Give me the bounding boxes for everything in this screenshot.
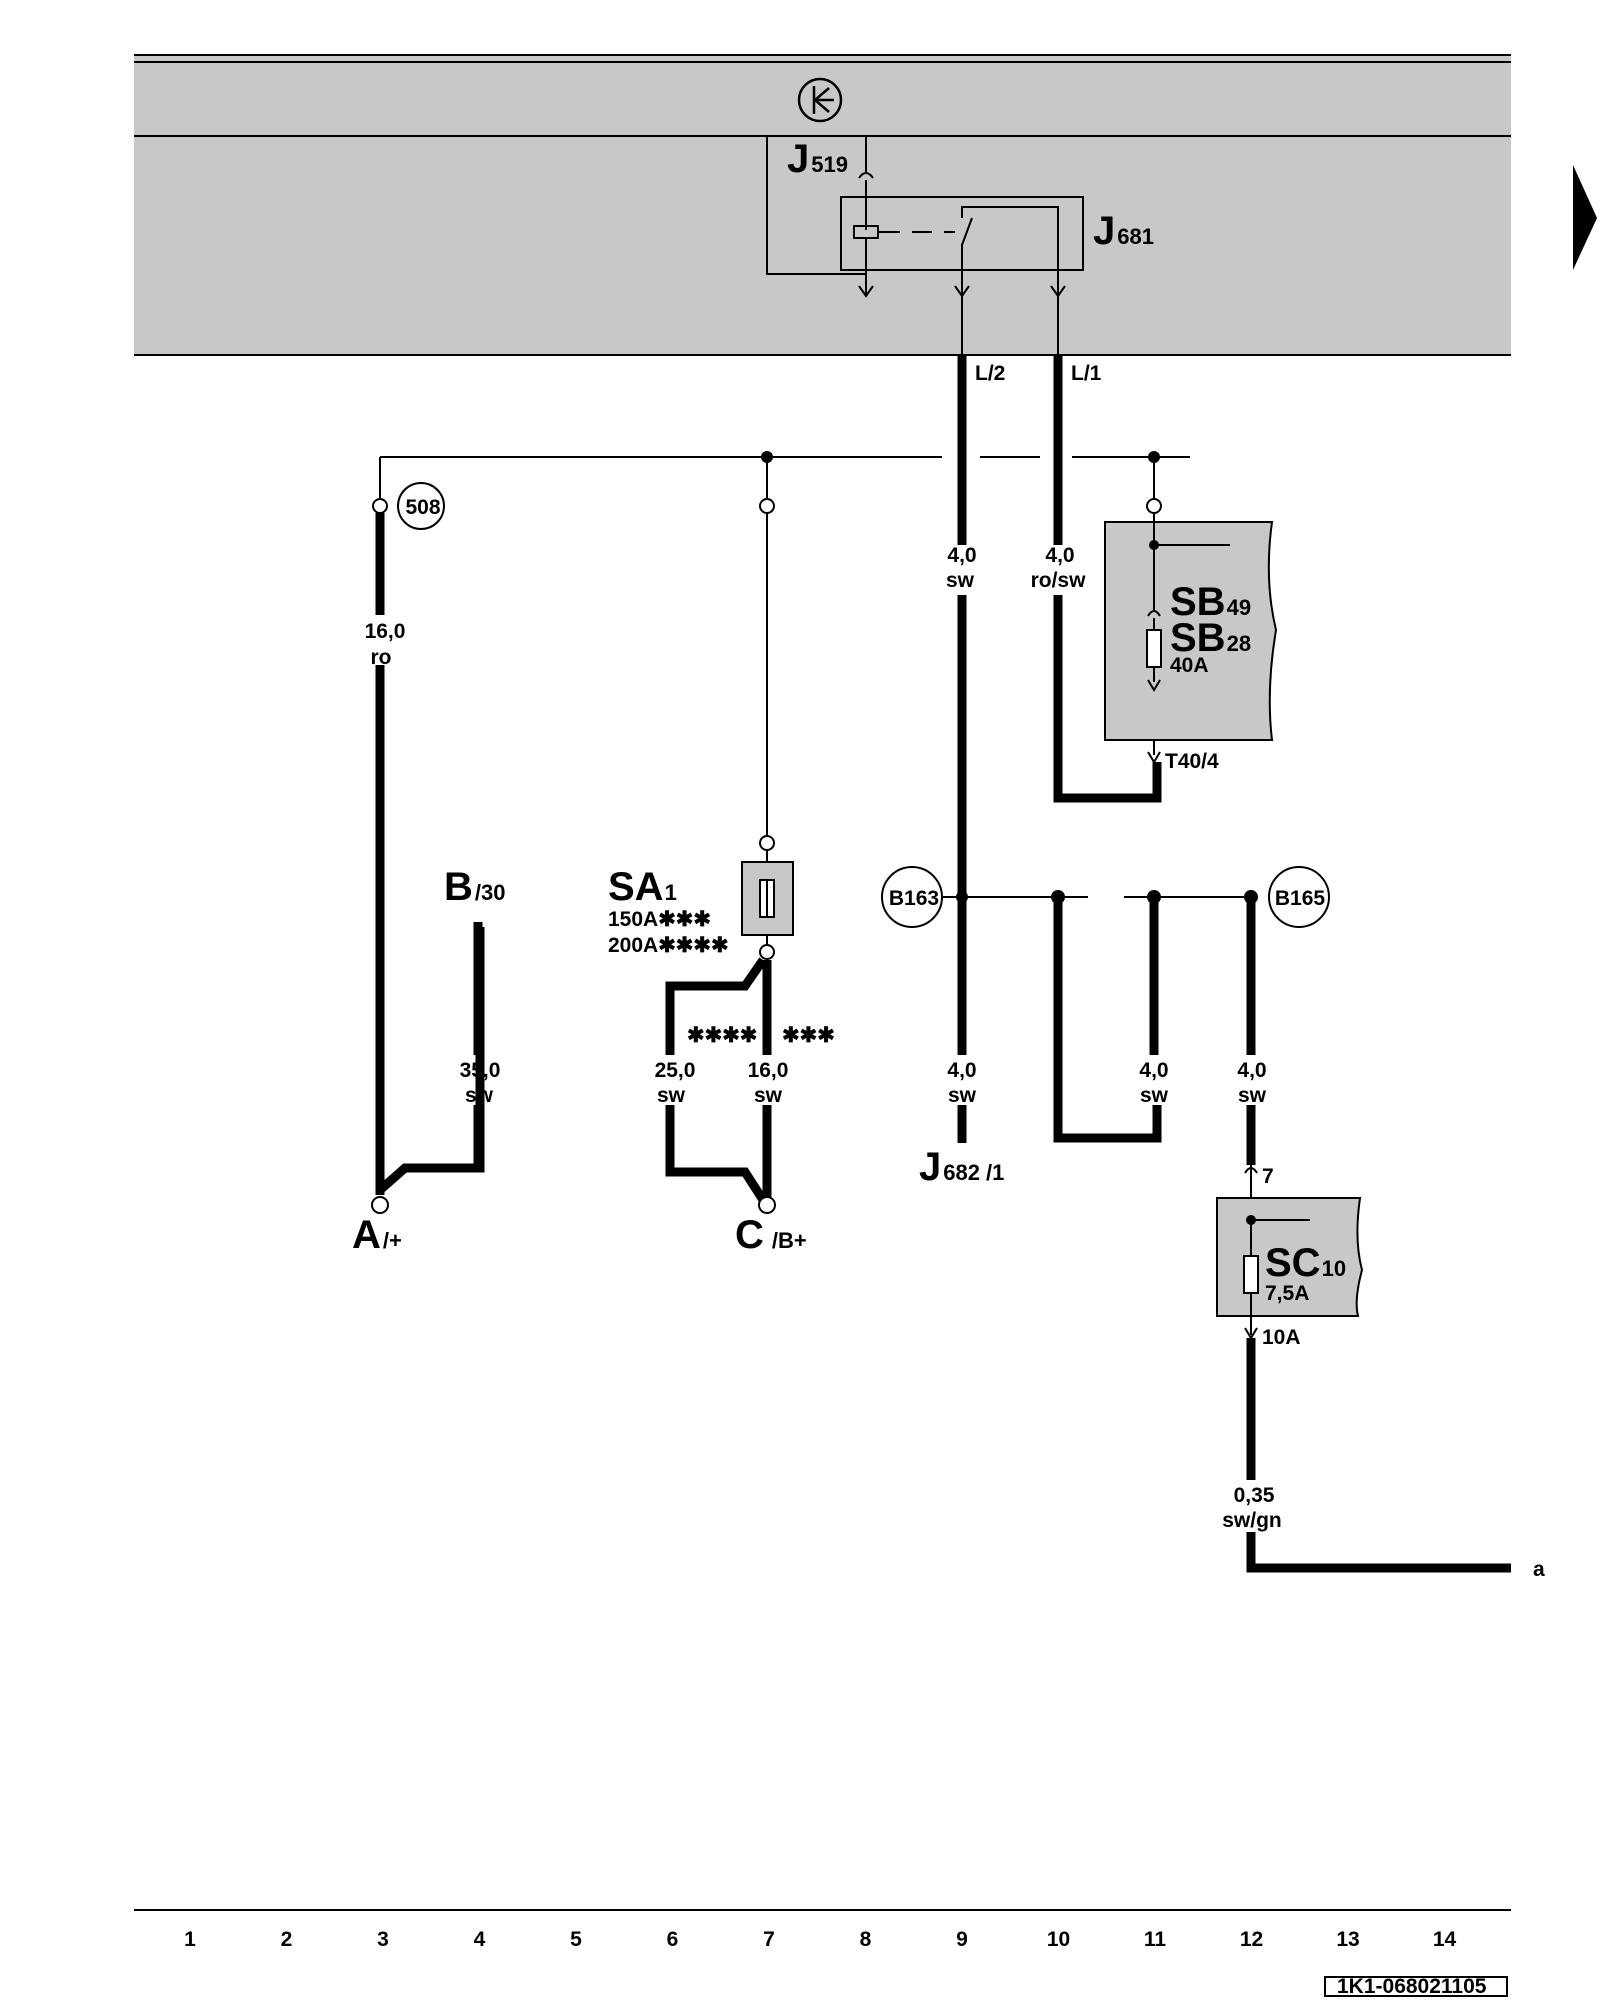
J519-sub: 519: [811, 152, 848, 177]
relay-carrier: J519 J681: [134, 54, 1511, 356]
track-number: 11: [1144, 1928, 1167, 1951]
track-number: 14: [1433, 1928, 1457, 1951]
svg-text:sw: sw: [1140, 1084, 1169, 1107]
track-number: 9: [956, 1928, 968, 1951]
terminal-B: B/30 35,0 sw: [444, 865, 505, 1172]
continuation-label: a: [1533, 1558, 1545, 1581]
wire-4-sw-col12: 4,0 sw: [1237, 897, 1267, 1165]
svg-text:sw: sw: [657, 1084, 686, 1107]
page-continue-arrow-icon[interactable]: [1573, 165, 1597, 270]
svg-text:7: 7: [1262, 1165, 1274, 1188]
svg-text:B/30: B/30: [444, 865, 505, 909]
svg-text:4,0: 4,0: [1139, 1059, 1168, 1082]
variant-mark-3: ✱✱✱: [782, 1024, 835, 1047]
terminal-A: A/+: [352, 1196, 402, 1257]
terminal-C: C/B+: [735, 1196, 807, 1257]
variant-mark-4: ✱✱✱✱: [687, 1024, 757, 1047]
connector-B163: B163: [881, 866, 943, 928]
J681-sub: 681: [1117, 224, 1154, 249]
svg-text:4,0: 4,0: [947, 544, 976, 567]
track-number: 7: [763, 1928, 775, 1951]
track-number: 2: [281, 1928, 293, 1951]
bus-line: [379, 451, 1190, 500]
track-number: 5: [570, 1928, 582, 1951]
J681-label: J: [1093, 209, 1115, 253]
wire-color: ro: [371, 646, 392, 669]
track-number: 6: [667, 1928, 679, 1951]
J519-label: J: [787, 137, 809, 181]
svg-text:J519: J519: [787, 137, 848, 181]
svg-text:35,0: 35,0: [460, 1059, 501, 1082]
svg-text:B163: B163: [889, 887, 939, 910]
pin-L2: L/2: [975, 362, 1005, 385]
splice-line: [936, 890, 1258, 904]
svg-text:sw/gn: sw/gn: [1222, 1509, 1282, 1532]
fuse-SB: SB49 SB28 40A T40/4: [1104, 498, 1278, 773]
wire-16-sw: 16,0 sw: [748, 960, 789, 1200]
connector-B165: B165: [1268, 866, 1330, 928]
ground-icon: [797, 77, 843, 123]
svg-text:4,0: 4,0: [947, 1059, 976, 1082]
svg-text:sw: sw: [465, 1084, 494, 1107]
terminal-J682: J682/1: [919, 1145, 1004, 1189]
svg-text:SB49: SB49: [1170, 580, 1251, 624]
connector-508: 508: [397, 482, 445, 530]
wire-4-sw-L2: 4,0 sw 4,0 sw: [946, 355, 977, 1143]
wire-4-rosw-L1: 4,0 ro/sw: [1031, 355, 1162, 803]
svg-text:sw: sw: [1238, 1084, 1267, 1107]
track-number: 4: [474, 1928, 486, 1951]
track-number: 13: [1336, 1928, 1359, 1951]
svg-text:SC10: SC10: [1265, 1241, 1346, 1285]
svg-text:7,5A: 7,5A: [1265, 1282, 1309, 1305]
svg-text:0,35: 0,35: [1234, 1484, 1275, 1507]
svg-text:508: 508: [405, 496, 440, 519]
svg-text:SB28: SB28: [1170, 616, 1251, 660]
svg-text:A/+: A/+: [352, 1213, 402, 1257]
svg-text:sw: sw: [946, 569, 975, 592]
svg-text:16,0: 16,0: [748, 1059, 789, 1082]
wire-size: 16,0: [365, 620, 406, 643]
wire-035-swgn: 0,35 sw/gn: [1222, 1338, 1511, 1573]
track-number: 3: [377, 1928, 389, 1951]
svg-text:4,0: 4,0: [1045, 544, 1074, 567]
wire-25-sw: 25,0 sw: [655, 957, 767, 1203]
document-code: 1K1-068021105: [1324, 1975, 1508, 1998]
track-number: 8: [860, 1928, 872, 1951]
track-number: 10: [1047, 1928, 1070, 1951]
svg-text:C/B+: C/B+: [735, 1213, 807, 1257]
svg-text:200A✱✱✱✱: 200A✱✱✱✱: [608, 934, 729, 957]
svg-text:10A: 10A: [1262, 1326, 1301, 1349]
wire-4-sw-col11: 4,0 sw: [1053, 897, 1169, 1143]
svg-text:sw: sw: [948, 1084, 977, 1107]
track-number: 1: [184, 1928, 196, 1951]
svg-text:T40/4: T40/4: [1165, 750, 1219, 773]
svg-text:1K1-068021105: 1K1-068021105: [1337, 1975, 1487, 1998]
svg-text:40A: 40A: [1170, 654, 1209, 677]
svg-text:25,0: 25,0: [655, 1059, 696, 1082]
svg-text:B165: B165: [1275, 887, 1326, 910]
svg-text:150A✱✱✱: 150A✱✱✱: [608, 908, 711, 931]
pin-L1: L/1: [1071, 362, 1102, 385]
svg-text:4,0: 4,0: [1237, 1059, 1266, 1082]
wire-16-ro: 16,0 ro: [365, 498, 485, 1195]
svg-text:ro/sw: ro/sw: [1031, 569, 1087, 592]
fuse-SC: 7 SC10 7,5A 10A: [1216, 1165, 1364, 1349]
svg-text:J681: J681: [1093, 209, 1154, 253]
fuse-SA: SA1 150A✱✱✱ 200A✱✱✱✱: [608, 498, 794, 960]
svg-text:SA1: SA1: [608, 865, 677, 909]
track-number: 12: [1240, 1928, 1263, 1951]
svg-text:sw: sw: [754, 1084, 783, 1107]
